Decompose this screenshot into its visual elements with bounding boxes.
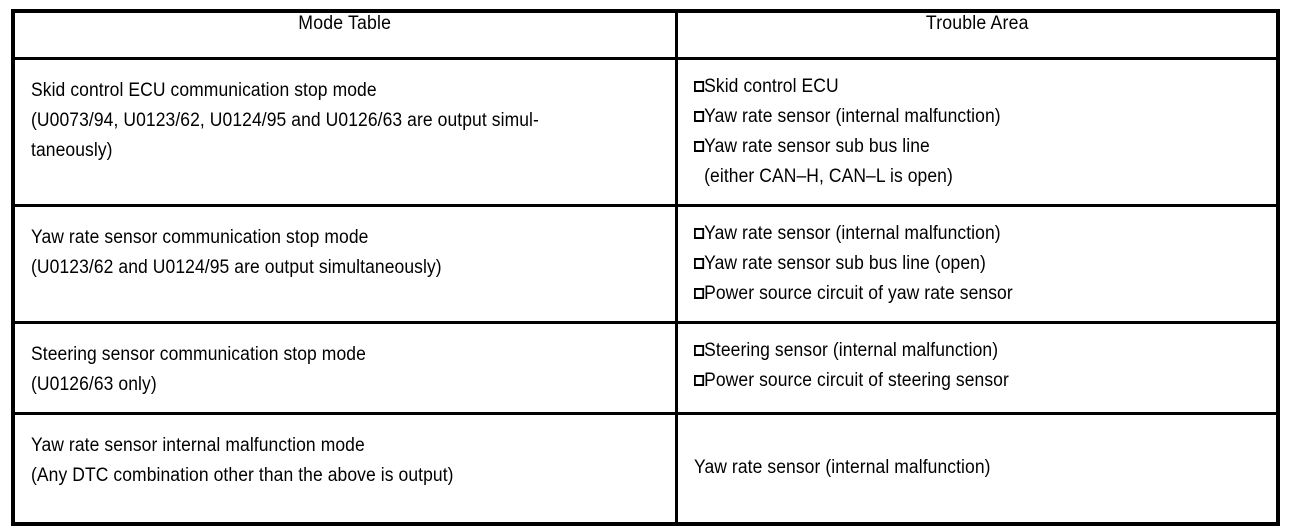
trouble-area-cell-content: Yaw rate sensor (internal malfunction) Ya… xyxy=(678,207,1277,321)
trouble-area-cell-content: Steering sensor (internal malfunction) Po… xyxy=(678,324,1277,408)
mode-table-container: Mode Table Trouble Area Skid control ECU… xyxy=(11,9,1280,526)
trouble-area-item-label: (either CAN–H, CAN–L is open) xyxy=(703,166,953,187)
trouble-area-bullet-item: Steering sensor (internal malfunction) xyxy=(693,336,1261,366)
mode-text-line: Steering sensor communication stop mode xyxy=(31,344,366,365)
mode-text-line: (U0073/94, U0123/62, U0124/95 and U0126/… xyxy=(31,110,539,131)
trouble-area-item-label: Yaw rate sensor sub bus line xyxy=(703,136,930,157)
square-bullet-icon xyxy=(693,345,704,356)
header-row: Mode Table Trouble Area xyxy=(11,9,1280,60)
mode-cell-content: Steering sensor communication stop mode (… xyxy=(15,324,675,412)
column-header-mode-table-label: Mode Table xyxy=(298,13,392,34)
mode-trouble-area-table: Mode Table Trouble Area Skid control ECU… xyxy=(11,9,1280,526)
trouble-area-item-label: Power source circuit of steering sensor xyxy=(703,370,1009,391)
square-bullet-icon xyxy=(693,141,704,152)
trouble-area-bullet-item: Yaw rate sensor sub bus line xyxy=(693,132,1261,162)
mode-cell-content: Yaw rate sensor communication stop mode (… xyxy=(15,207,675,295)
table-row: Steering sensor communication stop mode (… xyxy=(11,321,1280,415)
square-bullet-icon xyxy=(693,111,704,122)
trouble-area-cell: Yaw rate sensor (internal malfunction) xyxy=(674,412,1280,525)
mode-text-line: (U0123/62 and U0124/95 are output simult… xyxy=(31,257,442,278)
trouble-area-bullet-item: Power source circuit of yaw rate sensor xyxy=(693,279,1261,309)
square-bullet-icon xyxy=(693,288,704,299)
trouble-area-item-label: Steering sensor (internal malfunction) xyxy=(703,340,998,361)
mode-text-line: Yaw rate sensor internal malfunction mod… xyxy=(31,435,365,456)
column-header-mode-table: Mode Table xyxy=(11,9,678,60)
trouble-area-text-line: (either CAN–H, CAN–L is open) xyxy=(694,162,1271,192)
column-header-trouble-area-label: Trouble Area xyxy=(925,13,1029,34)
mode-cell: Steering sensor communication stop mode (… xyxy=(11,321,678,415)
mode-cell: Yaw rate sensor communication stop mode (… xyxy=(11,204,678,324)
trouble-area-cell: Skid control ECU Yaw rate sensor (interna… xyxy=(674,57,1280,207)
mode-cell-content: Yaw rate sensor internal malfunction mod… xyxy=(15,415,675,503)
square-bullet-icon xyxy=(693,228,704,239)
trouble-area-bullet-item: Yaw rate sensor (internal malfunction) xyxy=(693,219,1261,249)
trouble-area-text-line: Yaw rate sensor (internal malfunction) xyxy=(694,453,1261,483)
square-bullet-icon xyxy=(693,81,704,92)
trouble-area-item-label: Yaw rate sensor sub bus line (open) xyxy=(703,253,986,274)
trouble-area-bullet-item: Skid control ECU xyxy=(693,72,1261,102)
trouble-area-cell: Yaw rate sensor (internal malfunction) Ya… xyxy=(674,204,1280,324)
mode-cell: Yaw rate sensor internal malfunction mod… xyxy=(11,412,678,525)
square-bullet-icon xyxy=(693,375,704,386)
mode-text-line: taneously) xyxy=(31,140,113,161)
trouble-area-cell: Steering sensor (internal malfunction) Po… xyxy=(674,321,1280,415)
trouble-area-bullet-item: Yaw rate sensor (internal malfunction) xyxy=(693,102,1261,132)
mode-cell: Skid control ECU communication stop mode… xyxy=(11,57,678,207)
trouble-area-cell-content: Skid control ECU Yaw rate sensor (interna… xyxy=(678,60,1277,204)
trouble-area-item-label: Power source circuit of yaw rate sensor xyxy=(703,283,1013,304)
table-row: Skid control ECU communication stop mode… xyxy=(11,57,1280,207)
trouble-area-bullet-item: Power source circuit of steering sensor xyxy=(693,366,1261,396)
table-header: Mode Table Trouble Area xyxy=(11,9,1280,60)
table-body: Skid control ECU communication stop mode… xyxy=(11,57,1280,525)
column-header-trouble-area: Trouble Area xyxy=(674,9,1280,60)
trouble-area-cell-content: Yaw rate sensor (internal malfunction) xyxy=(678,415,1277,522)
trouble-area-bullet-item: Yaw rate sensor sub bus line (open) xyxy=(693,249,1261,279)
mode-text-line: (Any DTC combination other than the abov… xyxy=(31,465,454,486)
mode-text-line: Skid control ECU communication stop mode xyxy=(31,80,377,101)
trouble-area-item-label: Yaw rate sensor (internal malfunction) xyxy=(693,457,991,479)
square-bullet-icon xyxy=(693,258,704,269)
mode-text-line: (U0126/63 only) xyxy=(31,374,157,395)
trouble-area-item-label: Skid control ECU xyxy=(703,76,839,97)
trouble-area-item-label: Yaw rate sensor (internal malfunction) xyxy=(703,223,1001,244)
table-row: Yaw rate sensor internal malfunction mod… xyxy=(11,412,1280,525)
trouble-area-item-label: Yaw rate sensor (internal malfunction) xyxy=(703,106,1001,127)
mode-text-line: Yaw rate sensor communication stop mode xyxy=(31,227,369,248)
mode-cell-content: Skid control ECU communication stop mode… xyxy=(15,60,675,178)
table-row: Yaw rate sensor communication stop mode (… xyxy=(11,204,1280,324)
